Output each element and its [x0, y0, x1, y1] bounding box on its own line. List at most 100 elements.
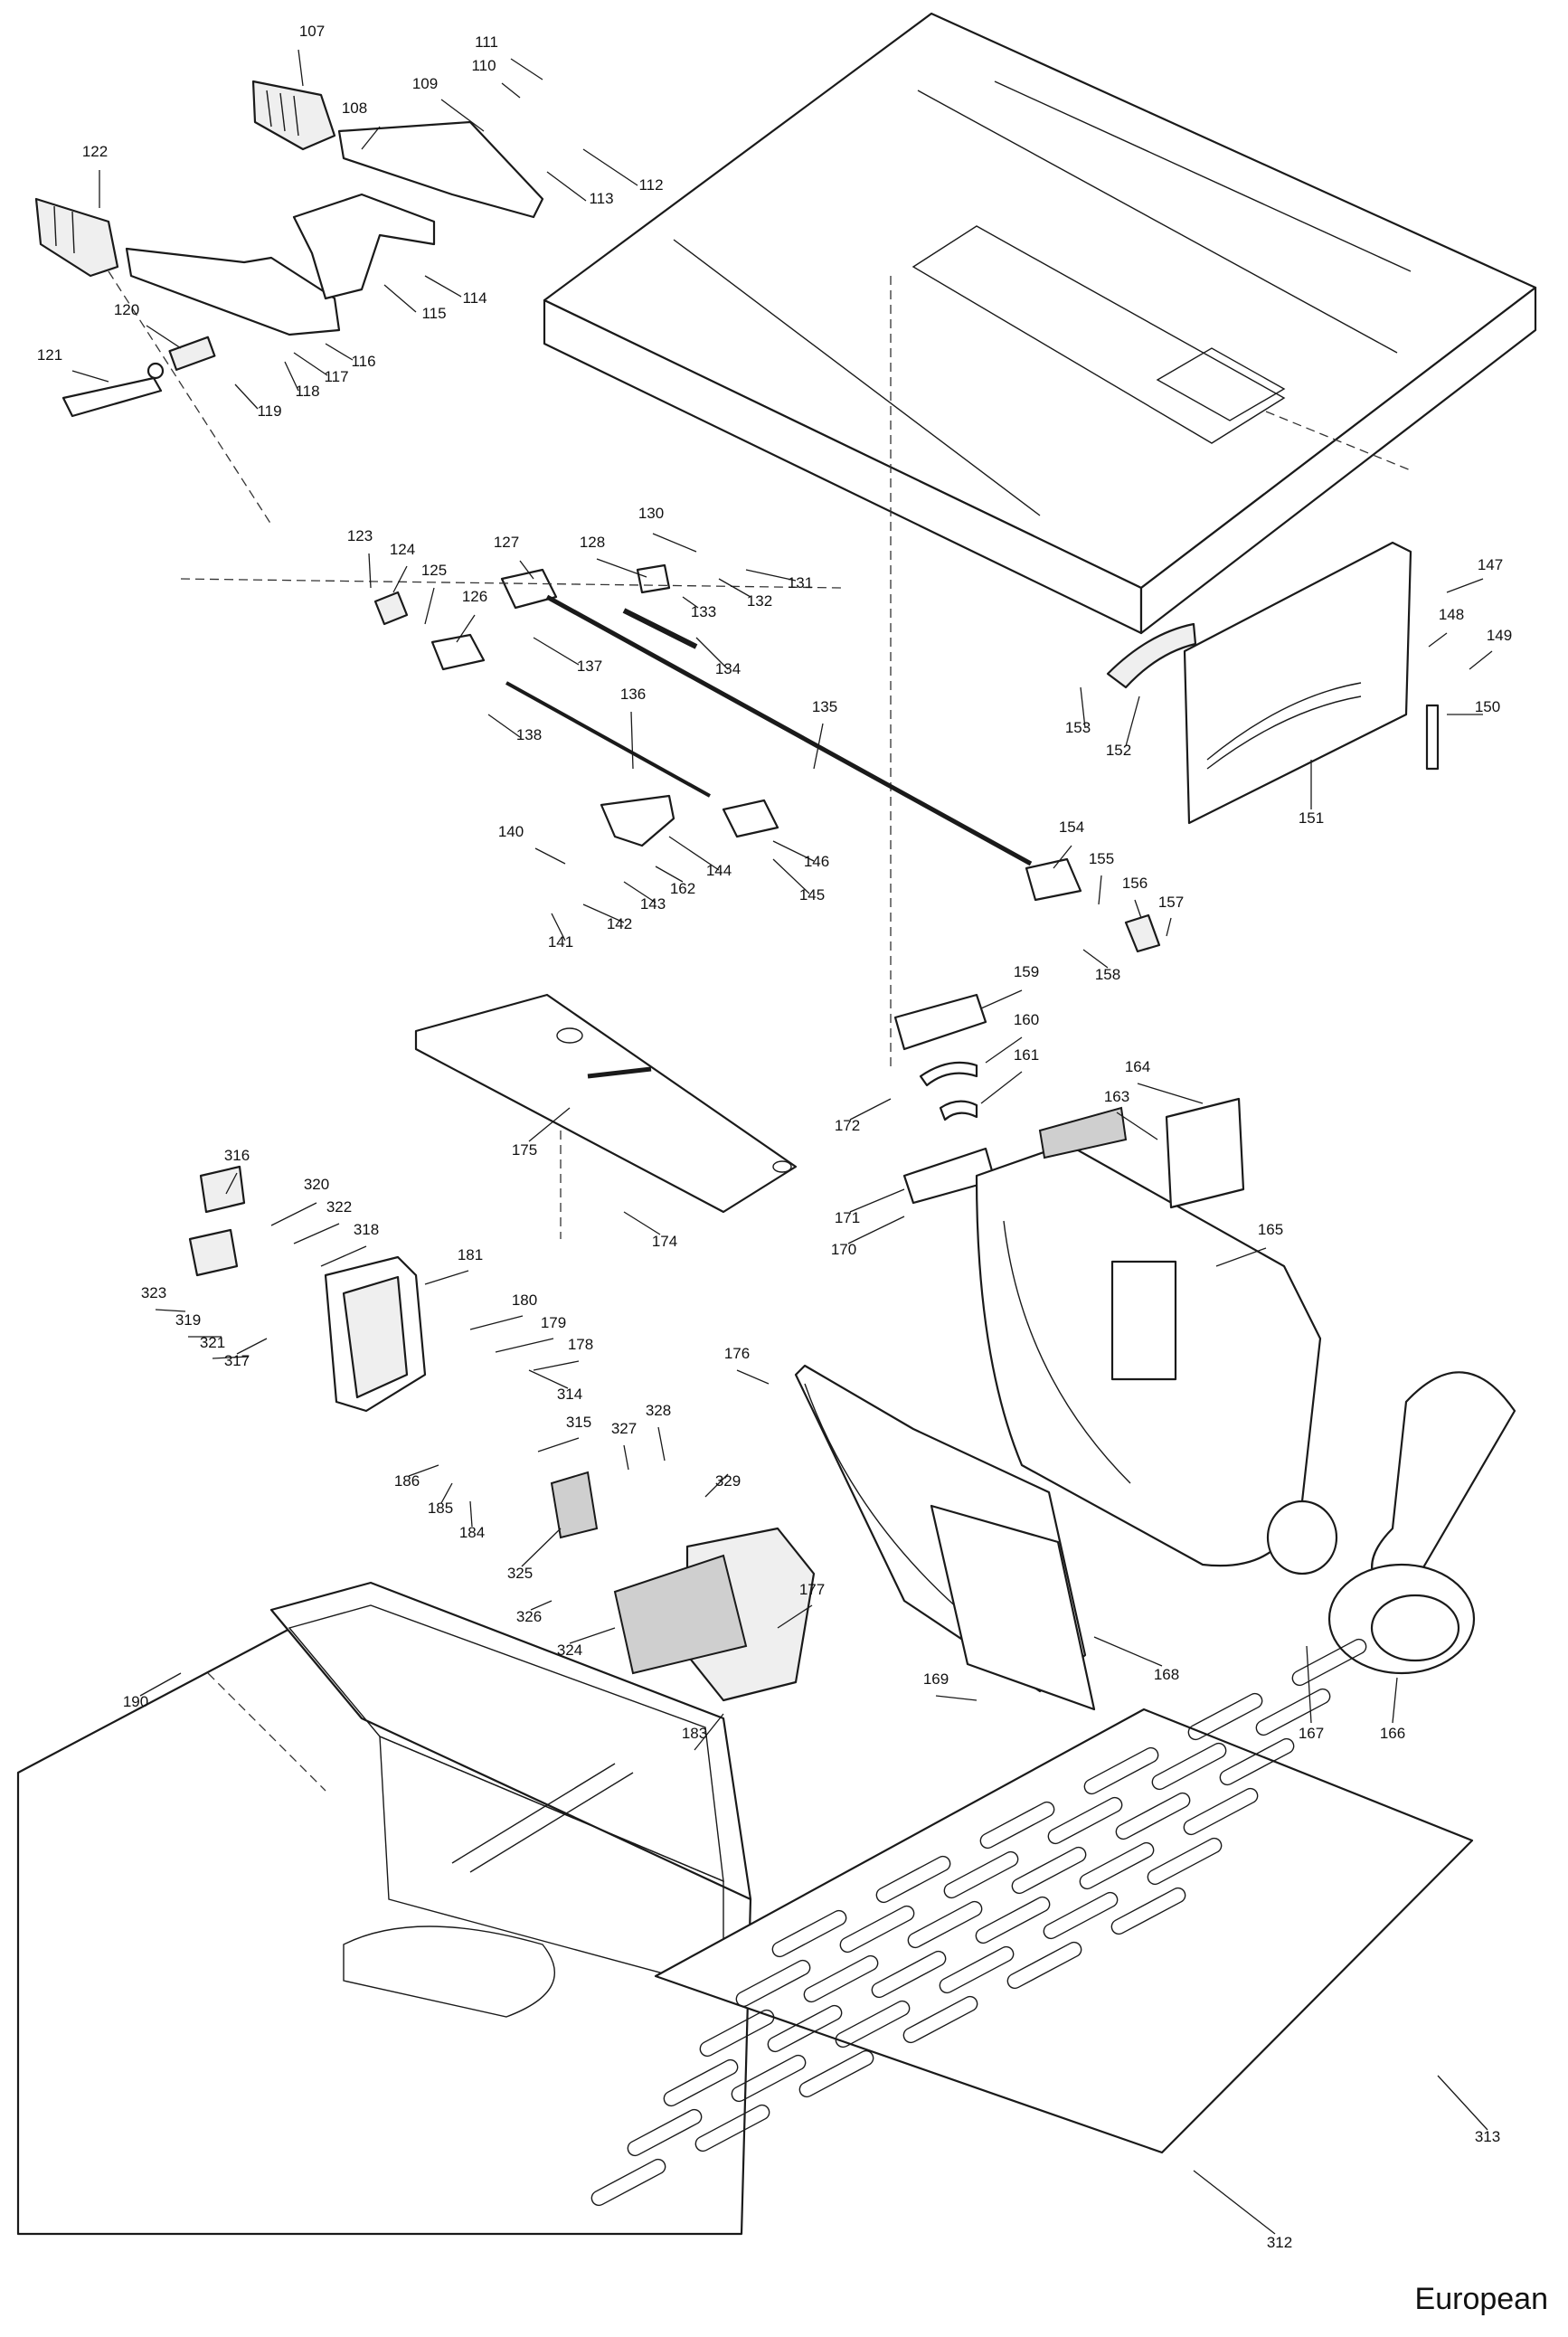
vent-slot	[979, 1801, 1055, 1850]
part-number-label: 146	[804, 853, 829, 870]
leader-line	[980, 989, 1023, 1009]
base-frame	[16, 1581, 752, 2236]
leader-line	[320, 1245, 367, 1267]
leader-line	[1093, 1636, 1163, 1667]
part-number-label: 327	[611, 1420, 637, 1437]
leader-line	[655, 866, 684, 883]
leader-line	[1125, 695, 1140, 747]
vent-slot	[735, 1959, 811, 2008]
leader-line	[368, 553, 372, 589]
leader-line	[682, 596, 699, 609]
part-number-label: 180	[512, 1292, 537, 1309]
part-number-label: 329	[715, 1472, 741, 1490]
part-number-label: 130	[638, 505, 664, 522]
vent-slot	[1183, 1787, 1259, 1836]
vent-slot	[1110, 1887, 1186, 1935]
callout-labels: 1071081091101111121131141151161171181191…	[37, 23, 1512, 2251]
part-number-label: 155	[1089, 850, 1114, 867]
vent-slot	[663, 2058, 739, 2107]
leader-line	[736, 1369, 770, 1385]
leader-line	[1446, 578, 1484, 593]
part-number-label: 150	[1475, 698, 1500, 715]
leader-line	[623, 1211, 661, 1235]
leader-line	[777, 1604, 813, 1629]
switch-box	[188, 1165, 748, 1675]
leader-line	[408, 1464, 439, 1477]
vent-slot	[902, 1995, 978, 2044]
leader-line	[1098, 875, 1102, 905]
leader-line	[849, 1098, 892, 1121]
leader-line	[849, 1188, 905, 1213]
leader-line	[440, 99, 485, 132]
leader-line	[569, 1627, 616, 1644]
leader-line	[298, 49, 304, 87]
part-number-label: 165	[1258, 1221, 1283, 1238]
part-number-label: 145	[799, 886, 825, 904]
part-number-label: 135	[812, 698, 837, 715]
part-number-label: 143	[640, 895, 666, 913]
vent-slot	[1187, 1692, 1263, 1741]
leader-line	[1193, 2170, 1276, 2235]
leader-line	[1166, 917, 1172, 937]
part-number-label: 181	[458, 1246, 483, 1263]
part-number-label: 168	[1154, 1666, 1179, 1683]
part-number-label: 117	[324, 368, 348, 385]
throat-plate	[414, 993, 798, 1214]
part-number-label: 158	[1095, 966, 1120, 983]
leader-line	[695, 637, 729, 670]
leader-line	[1053, 845, 1072, 869]
part-number-label: 171	[835, 1209, 860, 1226]
part-number-label: 163	[1104, 1088, 1129, 1105]
leader-line	[704, 1473, 729, 1498]
leader-line	[469, 1315, 524, 1330]
vent-slot	[1255, 1688, 1331, 1736]
part-number-label: 113	[589, 190, 613, 207]
part-number-label: 136	[620, 686, 646, 703]
part-number-label: 179	[541, 1314, 566, 1331]
part-number-label: 317	[224, 1352, 250, 1369]
leader-line	[657, 1426, 666, 1462]
leader-line	[293, 352, 328, 376]
vent-slot	[627, 2108, 703, 2157]
leader-line	[1437, 2075, 1488, 2131]
leader-line	[694, 1713, 724, 1751]
part-number-label: 137	[577, 658, 602, 675]
part-number-label: 172	[835, 1117, 860, 1134]
leader-line	[668, 836, 720, 871]
part-number-label: 321	[200, 1334, 225, 1351]
vent-slot	[1147, 1837, 1223, 1886]
leader-line	[440, 1482, 453, 1504]
vent-slots	[590, 1638, 1367, 2207]
leader-line	[528, 1107, 571, 1142]
leader-line	[1134, 899, 1142, 919]
vent-slot	[1219, 1737, 1295, 1786]
leader-line	[155, 1309, 186, 1312]
vent-slot	[803, 1954, 879, 2003]
part-number-label: 149	[1487, 627, 1512, 644]
leader-line	[1215, 1247, 1267, 1267]
leader-line	[1082, 949, 1109, 969]
part-number-label: 121	[37, 346, 62, 364]
part-number-label: 147	[1478, 556, 1503, 573]
part-number-label: 318	[354, 1221, 379, 1238]
leader-line	[546, 171, 587, 202]
region-label: European	[1414, 2282, 1548, 2316]
part-number-label: 116	[351, 353, 375, 370]
leader-line	[361, 126, 381, 150]
vent-slot	[590, 2158, 666, 2207]
leader-line	[596, 558, 647, 578]
leader-line	[392, 565, 408, 593]
part-number-label: 151	[1299, 809, 1324, 827]
vent-slot	[1006, 1941, 1082, 1990]
part-number-label: 316	[224, 1147, 250, 1164]
part-number-label: 110	[471, 57, 496, 74]
part-number-label: 174	[652, 1233, 677, 1250]
part-number-label: 164	[1125, 1058, 1150, 1075]
handle-assembly	[34, 80, 544, 418]
leader-line	[225, 1172, 238, 1195]
part-number-label: 133	[691, 603, 716, 620]
part-number-label: 323	[141, 1284, 166, 1301]
part-number-label: 111	[475, 33, 498, 51]
part-number-label: 144	[706, 862, 732, 879]
